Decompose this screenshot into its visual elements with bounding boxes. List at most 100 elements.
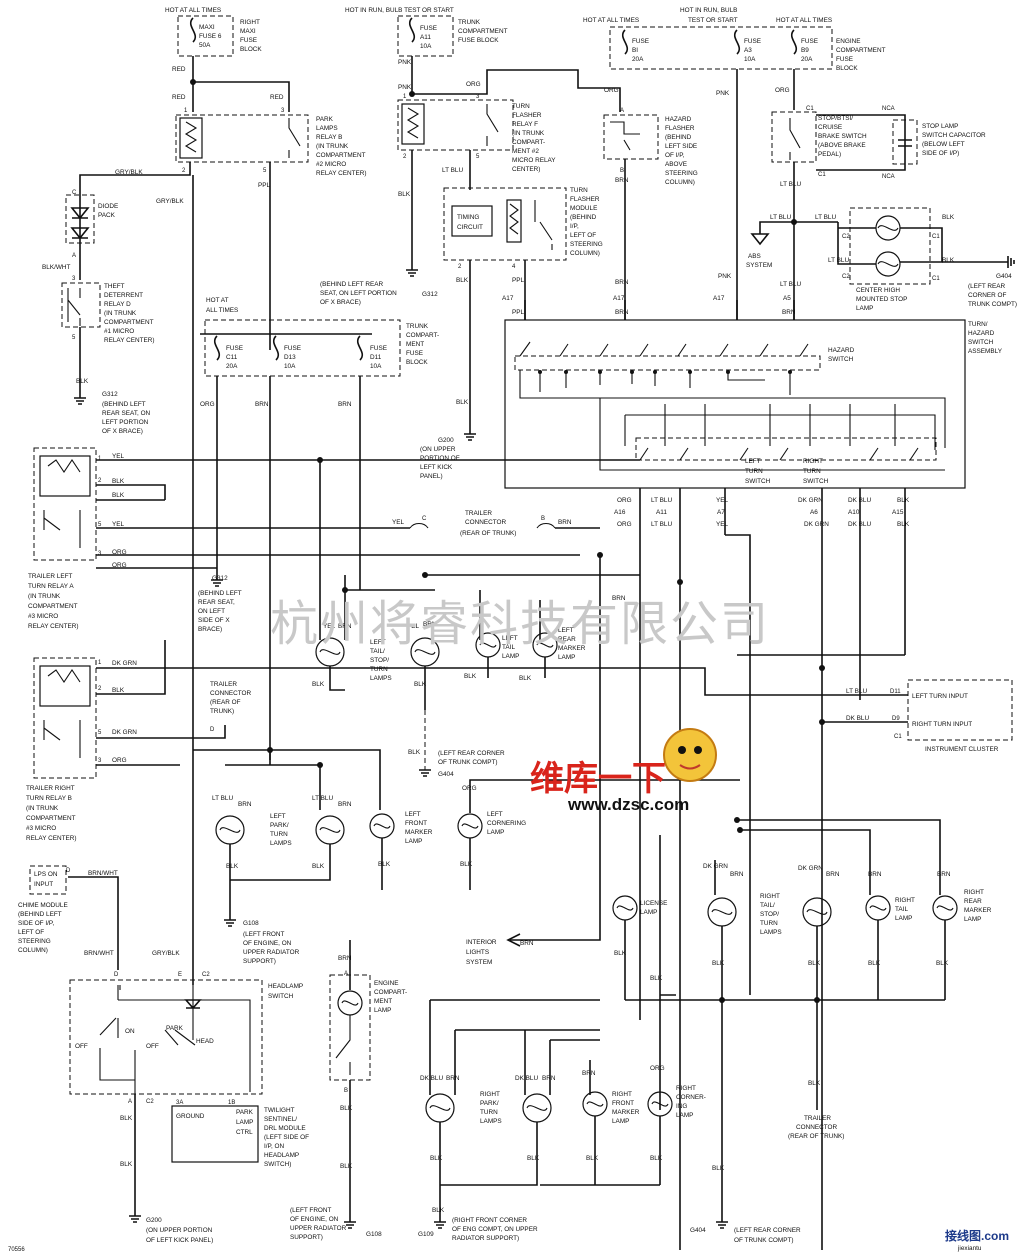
svg-text:TRUNK COMPT): TRUNK COMPT) <box>968 301 1017 308</box>
svg-text:BRN: BRN <box>782 309 796 316</box>
svg-text:G200: G200 <box>438 437 454 444</box>
svg-text:BLK: BLK <box>414 681 427 688</box>
svg-text:GRY/BLK: GRY/BLK <box>115 169 143 176</box>
svg-text:STOP/BTSI/: STOP/BTSI/ <box>818 115 853 122</box>
svg-text:TAIL/: TAIL/ <box>760 902 775 909</box>
svg-text:LEFT: LEFT <box>370 639 386 646</box>
svg-text:COMPARTMENT: COMPARTMENT <box>316 152 366 159</box>
svg-text:5: 5 <box>72 335 76 341</box>
svg-text:(REAR OF TRUNK): (REAR OF TRUNK) <box>460 530 516 537</box>
svg-text:LT BLU: LT BLU <box>442 167 463 174</box>
svg-text:BLK: BLK <box>312 863 325 870</box>
svg-text:BLK: BLK <box>650 1155 663 1162</box>
svg-text:SYSTEM: SYSTEM <box>466 959 492 966</box>
svg-text:PARK/: PARK/ <box>270 822 289 829</box>
svg-text:GROUND: GROUND <box>176 1113 205 1120</box>
svg-text:3: 3 <box>72 276 76 282</box>
svg-text:FLASHER: FLASHER <box>665 125 695 132</box>
svg-text:I/P, ON: I/P, ON <box>264 1143 285 1150</box>
svg-text:CONNECTOR: CONNECTOR <box>210 690 251 697</box>
turn-flasher-module: TIMING CIRCUIT TURN FLASHER MODULE (BEHI… <box>420 187 603 480</box>
svg-text:CORNERING: CORNERING <box>487 820 526 827</box>
hazard-flasher: A B HAZARD FLASHER (BEHIND LEFT SIDE OF … <box>603 69 738 320</box>
svg-text:C2: C2 <box>842 234 850 240</box>
svg-text:CENTER): CENTER) <box>512 166 540 173</box>
svg-text:BRN: BRN <box>615 279 629 286</box>
svg-text:10A: 10A <box>370 363 382 370</box>
svg-text:PNK: PNK <box>398 59 412 66</box>
svg-text:TURN RELAY A: TURN RELAY A <box>28 583 74 590</box>
svg-text:BLK: BLK <box>936 960 949 967</box>
turn-hazard-switch-assembly: HAZARD SWITCH TURN/ HAZARD SWITCH ASSEMB… <box>504 319 1003 489</box>
svg-text:BLK/WHT: BLK/WHT <box>42 264 71 271</box>
svg-text:B: B <box>541 516 545 522</box>
svg-text:(ON UPPER PORTION: (ON UPPER PORTION <box>146 1227 213 1234</box>
svg-text:HOT AT ALL TIMES: HOT AT ALL TIMES <box>776 17 832 24</box>
svg-text:LICENSE: LICENSE <box>640 900 667 907</box>
svg-text:ALL TIMES: ALL TIMES <box>206 307 238 314</box>
svg-text:BRN: BRN <box>612 595 626 602</box>
svg-text:1: 1 <box>98 660 102 666</box>
svg-text:BRN: BRN <box>520 940 534 947</box>
svg-text:STEERING: STEERING <box>570 241 603 248</box>
switch-outputs: ORG A16 ORG LT BLU A11 LT BLU YEL A7 YEL… <box>524 300 910 1250</box>
svg-text:INSTRUMENT CLUSTER: INSTRUMENT CLUSTER <box>925 746 999 753</box>
svg-text:CENTER HIGH: CENTER HIGH <box>856 287 900 294</box>
svg-text:SWITCH: SWITCH <box>745 478 771 485</box>
svg-text:OF ENGINE, ON: OF ENGINE, ON <box>243 940 292 947</box>
svg-text:HOT IN RUN, BULB TEST OR START: HOT IN RUN, BULB TEST OR START <box>345 7 454 14</box>
svg-text:#3 MICRO: #3 MICRO <box>26 825 56 832</box>
svg-text:DK GRN: DK GRN <box>798 497 823 504</box>
svg-text:LEFT TURN INPUT: LEFT TURN INPUT <box>912 693 968 700</box>
svg-text:G404: G404 <box>438 771 454 778</box>
svg-text:SUPPORT): SUPPORT) <box>243 958 276 965</box>
stop-lamp-circuit: ORG C1 C1 STOP/BTSI/ CRUISE BRAKE SWITCH… <box>746 69 1017 320</box>
svg-text:BLK: BLK <box>460 861 473 868</box>
svg-text:BLK: BLK <box>527 1155 540 1162</box>
svg-text:G404: G404 <box>690 1227 706 1234</box>
svg-text:DETERRENT: DETERRENT <box>104 292 143 299</box>
svg-text:G200: G200 <box>146 1217 162 1224</box>
relay-coil <box>179 117 203 159</box>
svg-text:TRUNK: TRUNK <box>406 323 429 330</box>
svg-text:FLASHER: FLASHER <box>512 112 542 119</box>
svg-text:NCA: NCA <box>882 174 895 180</box>
svg-text:HEAD: HEAD <box>196 1038 214 1045</box>
svg-text:A5: A5 <box>783 295 791 302</box>
svg-text:TURN: TURN <box>270 831 288 838</box>
svg-text:1B: 1B <box>228 1100 235 1106</box>
svg-text:COMPART-: COMPART- <box>512 139 545 146</box>
svg-text:FUSE BLOCK: FUSE BLOCK <box>458 37 499 44</box>
svg-text:A17: A17 <box>613 295 625 302</box>
svg-text:TURN: TURN <box>370 666 388 673</box>
svg-text:STOP/: STOP/ <box>370 657 389 664</box>
svg-text:LAMP: LAMP <box>502 653 519 660</box>
svg-text:BRN: BRN <box>446 1075 460 1082</box>
svg-text:2: 2 <box>98 478 102 484</box>
svg-text:YEL: YEL <box>716 497 729 504</box>
chime-headlamp: LPS ON INPUT D BRN/WHT CHIME MODULE (BEH… <box>18 865 309 1244</box>
svg-text:YEL: YEL <box>716 521 729 528</box>
svg-text:2: 2 <box>98 686 102 692</box>
svg-text:ORG: ORG <box>617 521 632 528</box>
svg-text:PACK: PACK <box>98 212 116 219</box>
svg-text:3: 3 <box>98 551 102 557</box>
svg-text:(IN TRUNK: (IN TRUNK <box>316 143 349 150</box>
svg-text:D9: D9 <box>892 716 900 722</box>
svg-text:G312: G312 <box>212 575 228 582</box>
svg-text:BLK: BLK <box>897 521 910 528</box>
svg-text:RIGHT: RIGHT <box>964 889 984 896</box>
svg-text:jiexiantu: jiexiantu <box>957 1245 982 1252</box>
svg-text:LT BLU: LT BLU <box>846 688 867 695</box>
svg-text:REAR SEAT,: REAR SEAT, <box>198 599 235 606</box>
svg-text:DRL MODULE: DRL MODULE <box>264 1125 306 1132</box>
svg-text:SIDE OF X: SIDE OF X <box>198 617 230 624</box>
svg-text:SWITCH: SWITCH <box>268 993 294 1000</box>
svg-text:DK GRN: DK GRN <box>804 521 829 528</box>
svg-text:A: A <box>620 108 624 114</box>
svg-text:G108: G108 <box>366 1231 382 1238</box>
svg-text:3: 3 <box>281 108 285 114</box>
svg-text:FUSE: FUSE <box>240 37 257 44</box>
engine-fuse-block: HOT AT ALL TIMES HOT IN RUN, BULB TEST O… <box>583 7 886 72</box>
svg-text:BLK: BLK <box>398 191 411 198</box>
